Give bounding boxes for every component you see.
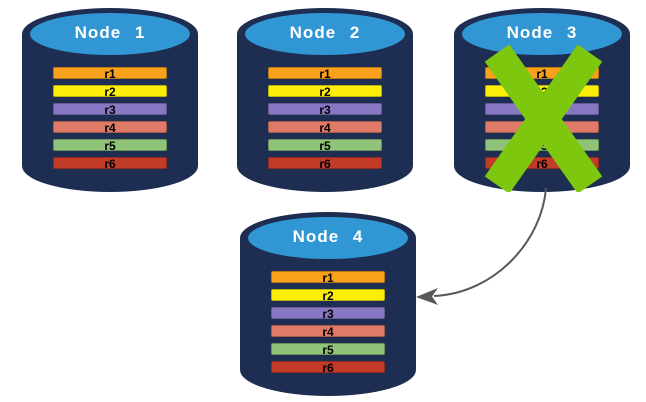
node-1-label: Node 1 (74, 23, 146, 42)
replica-bar-r5: r5 (53, 139, 167, 152)
replica-bar-r2: r2 (53, 85, 167, 98)
node-2-replicas: r1 r2 r3 r4 r5 r6 (268, 67, 382, 170)
replica-bar-r1: r1 (271, 271, 385, 284)
node-1: Node 1 r1 r2 r3 r4 r5 r6 (22, 8, 198, 192)
replica-bar-r3: r3 (268, 103, 382, 116)
node-3: Node 3 r1 r2 r3 r4 r5 r6 (454, 8, 630, 192)
replica-bar-r4: r4 (53, 121, 167, 134)
replica-bar-r2: r2 (268, 85, 382, 98)
replica-bar-r5: r5 (268, 139, 382, 152)
arrow-head (416, 288, 438, 305)
replica-bar-r5: r5 (271, 343, 385, 356)
replica-bar-r6: r6 (271, 361, 385, 374)
replica-bar-r6: r6 (268, 157, 382, 170)
node-2: Node 2 r1 r2 r3 r4 r5 r6 (237, 8, 413, 192)
cylinder-top (462, 13, 622, 55)
replica-bar-r4: r4 (271, 325, 385, 338)
replica-bar-r3: r3 (271, 307, 385, 320)
node-4-replicas: r1 r2 r3 r4 r5 r6 (271, 271, 385, 374)
node-4: Node 4 r1 r2 r3 r4 r5 r6 (240, 212, 416, 396)
x-stroke (484, 44, 603, 192)
replica-bar-r1: r1 (268, 67, 382, 80)
cylinder-top (248, 217, 408, 259)
replica-bar-r1: r1 (53, 67, 167, 80)
replica-bar-r3: r3 (53, 103, 167, 116)
node-3-label: Node 3 (506, 23, 578, 42)
node-2-label: Node 2 (289, 23, 361, 42)
x-mark-icon (484, 44, 603, 192)
cylinder-top (245, 13, 405, 55)
node-1-replicas: r1 r2 r3 r4 r5 r6 (53, 67, 167, 170)
replica-bar-r2: r2 (271, 289, 385, 302)
replica-bar-r4: r4 (268, 121, 382, 134)
replica-bar-r6: r6 (53, 157, 167, 170)
arrow-shaft (433, 187, 547, 297)
node-4-label: Node 4 (292, 227, 364, 246)
cylinder-top (30, 13, 190, 55)
